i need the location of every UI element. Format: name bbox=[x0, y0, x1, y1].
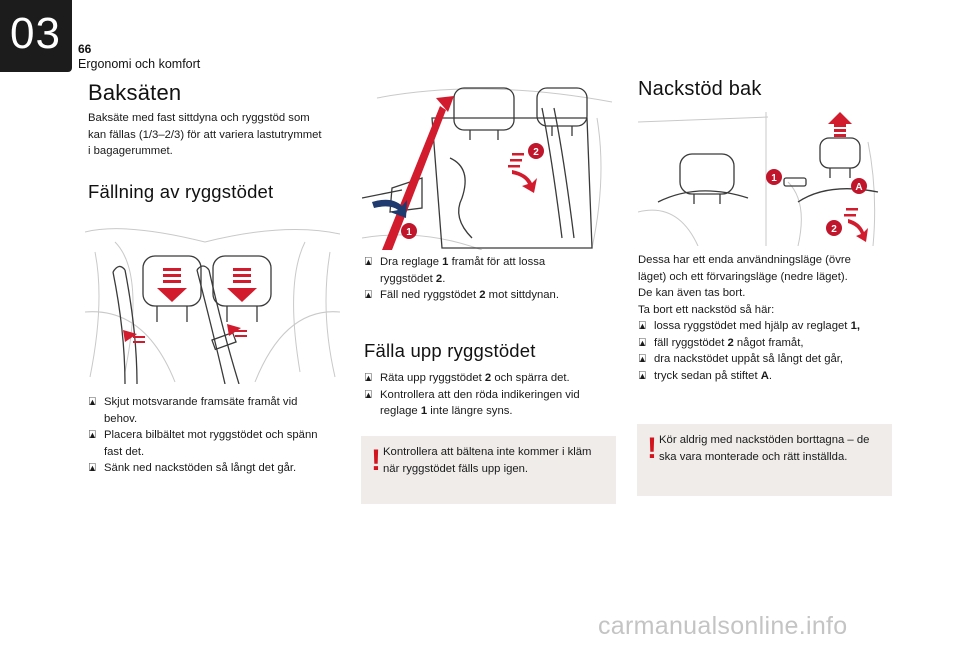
headrest-title: Nackstöd bak bbox=[638, 78, 762, 100]
callout-1: 1 bbox=[771, 173, 777, 184]
fold-up-steps: ▲Räta upp ryggstödet 2 och spärra det. ▲… bbox=[364, 370, 614, 420]
warning-box: ! Kör aldrig med nackstöden borttagna – … bbox=[637, 424, 892, 496]
bullet-icon: ▲ bbox=[88, 430, 97, 441]
list-item: ▲Kontrollera att den röda indikeringen v… bbox=[364, 387, 580, 418]
seat-belt-illustration bbox=[85, 212, 340, 384]
list-item: ▲fäll ryggstödet 2 något framåt, bbox=[638, 335, 890, 352]
bullet-icon: ▲ bbox=[364, 257, 373, 267]
list-item: ▲lossa ryggstödet med hjälp av reglaget … bbox=[638, 318, 890, 335]
bullet-icon: ▲ bbox=[638, 354, 647, 365]
section-header: Ergonomi och komfort bbox=[78, 57, 201, 71]
chapter-number: 03 bbox=[10, 9, 61, 58]
seatback-release-illustration: 1 2 bbox=[362, 78, 617, 250]
bullet-icon: ▲ bbox=[638, 321, 647, 331]
bullet-icon: ▲ bbox=[638, 337, 647, 348]
warning-icon: ! bbox=[371, 444, 381, 477]
callout-1: 1 bbox=[406, 227, 412, 238]
chapter-tab: 03 bbox=[0, 0, 72, 72]
intro-line: kan fällas (1/3–2/3) för att variera las… bbox=[88, 128, 322, 141]
headrest-steps: ▲lossa ryggstödet med hjälp av reglaget … bbox=[638, 318, 890, 384]
rear-seat-title: Baksäten bbox=[88, 80, 182, 105]
bullet-icon: ▲ bbox=[638, 370, 647, 381]
bullet-icon: ▲ bbox=[364, 373, 373, 383]
page-number: 66 bbox=[78, 42, 92, 56]
watermark[interactable]: carmanualsonline.info bbox=[598, 612, 848, 640]
warning-box: ! Kontrollera att bältena inte kommer i … bbox=[361, 436, 616, 504]
warning-text: Kör aldrig med nackstöden borttagna – de… bbox=[659, 434, 870, 463]
callout-A: A bbox=[855, 182, 862, 193]
bullet-icon: ▲ bbox=[88, 463, 97, 474]
headrest-description: Dessa har ett enda användningsläge (övre… bbox=[638, 254, 851, 316]
warning-icon: ! bbox=[647, 432, 657, 465]
list-item: ▲Sänk ned nackstöden så långt det går. bbox=[88, 460, 343, 477]
intro-line: Baksäte med fast sittdyna och ryggstöd s… bbox=[88, 112, 310, 124]
callout-2: 2 bbox=[831, 224, 837, 235]
fold-down-title: Fällning av ryggstödet bbox=[88, 181, 274, 202]
list-item: ▲dra nackstödet uppåt så långt det går, bbox=[638, 351, 890, 368]
list-item: ▲Fäll ned ryggstödet 2 mot sittdynan. bbox=[364, 287, 614, 304]
bullet-icon: ▲ bbox=[364, 290, 373, 301]
bullet-icon: ▲ bbox=[88, 397, 97, 407]
fold-up-title: Fälla upp ryggstödet bbox=[364, 340, 536, 361]
list-item: ▲Räta upp ryggstödet 2 och spärra det. bbox=[364, 370, 614, 387]
headrest-removal-illustration: 1 A 2 bbox=[638, 112, 890, 246]
callout-2: 2 bbox=[533, 147, 539, 158]
list-item: ▲tryck sedan på stiftet A. bbox=[638, 368, 890, 385]
warning-text: Kontrollera att bältena inte kommer i kl… bbox=[383, 446, 592, 475]
bullet-icon: ▲ bbox=[364, 389, 373, 400]
intro-line: i bagagerummet. bbox=[88, 145, 173, 158]
rear-seat-intro: Baksäte med fast sittdyna och ryggstöd s… bbox=[88, 110, 358, 160]
list-item: ▲Placera bilbältet mot ryggstödet och sp… bbox=[88, 427, 318, 458]
